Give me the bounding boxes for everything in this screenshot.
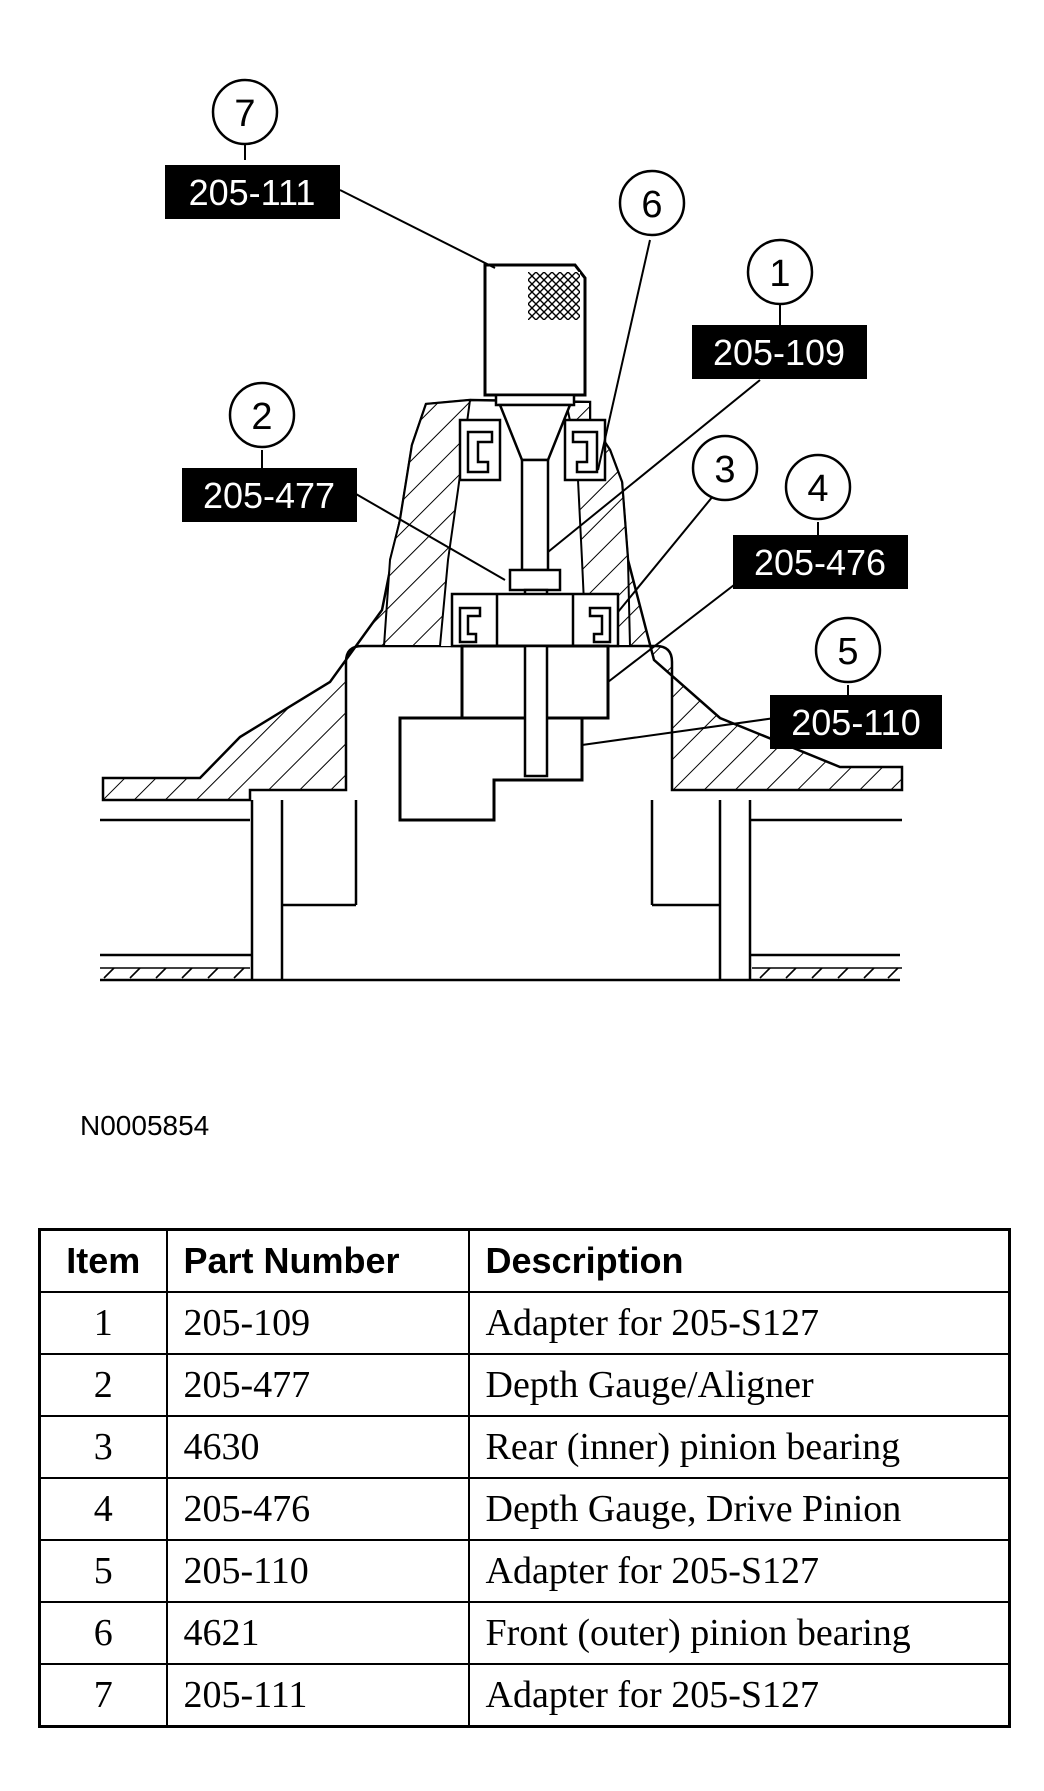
- cell-description: Adapter for 205-S127: [467, 1539, 1011, 1603]
- svg-text:205-109: 205-109: [713, 332, 845, 373]
- header-part-number: Part Number: [165, 1228, 470, 1293]
- callout-1: 1: [746, 238, 814, 306]
- callout-2: 2: [228, 381, 296, 449]
- callout-6: 6: [618, 169, 686, 237]
- header-item: Item: [38, 1228, 168, 1293]
- rear-bearing: [450, 592, 620, 648]
- cell-item: 6: [38, 1601, 168, 1665]
- tube-hatch: [100, 967, 902, 979]
- cell-part-number: 205-109: [165, 1291, 470, 1355]
- tool-setup-diagram: 7 6 1 2 3 4 5 205-111 205-109 205-477 20…: [100, 78, 942, 982]
- table-row: 3 4630 Rear (inner) pinion bearing: [38, 1415, 1011, 1479]
- handle-205-111: [483, 263, 587, 462]
- tag-205-111: 205-111: [165, 165, 340, 219]
- cell-part-number: 205-110: [165, 1539, 470, 1603]
- front-bearing: [458, 418, 607, 482]
- table-row: 7 205-111 Adapter for 205-S127: [38, 1663, 1011, 1728]
- callout-3: 3: [691, 434, 759, 502]
- table-row: 1 205-109 Adapter for 205-S127: [38, 1291, 1011, 1355]
- table-row: 4 205-476 Depth Gauge, Drive Pinion: [38, 1477, 1011, 1541]
- cell-description: Adapter for 205-S127: [467, 1291, 1011, 1355]
- svg-text:6: 6: [641, 184, 662, 226]
- figure-id: N0005854: [80, 1110, 210, 1141]
- adapter-205-110: [398, 644, 584, 822]
- svg-text:2: 2: [251, 396, 272, 438]
- cell-part-number: 4621: [165, 1601, 470, 1665]
- table-row: 2 205-477 Depth Gauge/Aligner: [38, 1353, 1011, 1417]
- cell-item: 7: [38, 1663, 168, 1728]
- tag-205-477: 205-477: [182, 468, 357, 522]
- cell-description: Rear (inner) pinion bearing: [467, 1415, 1011, 1479]
- callout-4: 4: [784, 453, 852, 521]
- cell-description: Adapter for 205-S127: [467, 1663, 1011, 1728]
- svg-text:205-477: 205-477: [203, 475, 335, 516]
- callout-7: 7: [211, 78, 279, 146]
- table-row: 5 205-110 Adapter for 205-S127: [38, 1539, 1011, 1603]
- svg-text:3: 3: [714, 449, 735, 491]
- tag-205-109: 205-109: [692, 325, 867, 379]
- axle-tube: [100, 800, 902, 982]
- tag-205-110: 205-110: [770, 695, 942, 749]
- cell-part-number: 205-111: [165, 1663, 470, 1728]
- svg-text:205-111: 205-111: [189, 172, 316, 213]
- callout-5: 5: [814, 616, 882, 684]
- cell-item: 1: [38, 1291, 168, 1355]
- cell-part-number: 4630: [165, 1415, 470, 1479]
- cell-part-number: 205-477: [165, 1353, 470, 1417]
- header-description: Description: [467, 1228, 1011, 1293]
- cell-item: 5: [38, 1539, 168, 1603]
- table-row: 6 4621 Front (outer) pinion bearing: [38, 1601, 1011, 1665]
- cell-item: 4: [38, 1477, 168, 1541]
- cell-item: 3: [38, 1415, 168, 1479]
- svg-text:205-110: 205-110: [791, 702, 920, 743]
- svg-text:1: 1: [769, 253, 790, 295]
- svg-text:4: 4: [807, 468, 828, 510]
- svg-text:7: 7: [234, 93, 255, 135]
- svg-text:205-476: 205-476: [754, 542, 886, 583]
- table-header-row: Item Part Number Description: [38, 1228, 1011, 1293]
- cell-description: Depth Gauge, Drive Pinion: [467, 1477, 1011, 1541]
- cell-item: 2: [38, 1353, 168, 1417]
- tag-205-476: 205-476: [733, 535, 908, 589]
- cell-description: Depth Gauge/Aligner: [467, 1353, 1011, 1417]
- parts-table: Item Part Number Description 1 205-109 A…: [38, 1228, 1011, 1728]
- cell-part-number: 205-476: [165, 1477, 470, 1541]
- svg-text:5: 5: [837, 631, 858, 673]
- cell-description: Front (outer) pinion bearing: [467, 1601, 1011, 1665]
